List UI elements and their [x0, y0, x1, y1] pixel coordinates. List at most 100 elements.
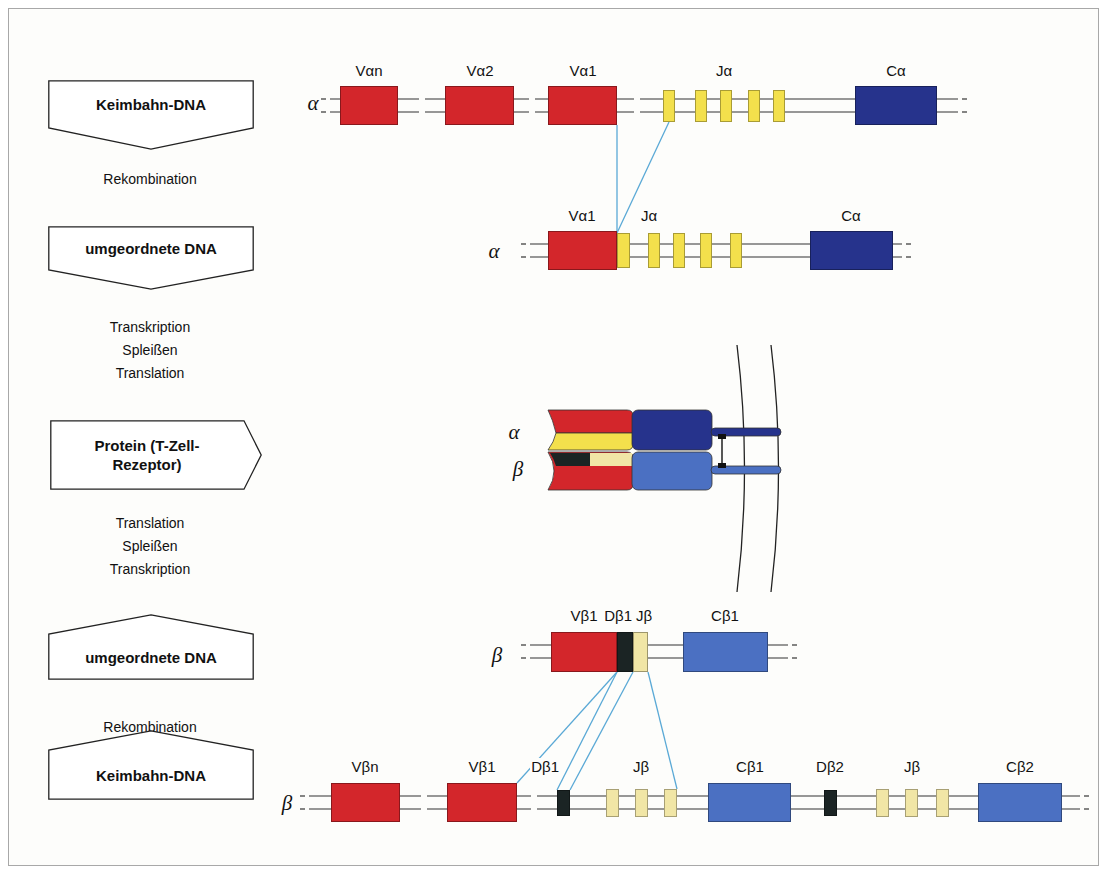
label-anchor: Transkription — [110, 560, 190, 578]
step-label: Protein (T-Zell-Rezeptor) — [72, 436, 222, 474]
process-step-label: Transkription — [110, 318, 190, 336]
step-arrow-box: umgeordnete DNA — [48, 614, 254, 680]
gene-segment: Dβ1 — [557, 790, 570, 816]
segment-bar — [664, 789, 677, 817]
frame — [9, 9, 1099, 866]
arrow-shape — [51, 421, 261, 489]
process-step-label: Translation — [116, 514, 185, 532]
label-anchor: α — [307, 92, 318, 114]
label-anchor: Translation — [116, 364, 185, 382]
segment-bar — [720, 90, 732, 122]
gene-segment: Jα — [617, 233, 742, 268]
step-arrow-box: Protein (T-Zell-Rezeptor) — [50, 420, 262, 490]
dna-strands — [300, 99, 1089, 809]
gene-segment: Cβ2 — [978, 783, 1062, 822]
label-anchor: Translation — [116, 514, 185, 532]
segment-bar — [936, 789, 949, 817]
gene-segment: Vαn — [340, 86, 398, 125]
recombination-link — [557, 672, 617, 790]
recombination-link — [616, 125, 617, 231]
arrow-outline — [48, 80, 254, 150]
arrow-outline — [48, 730, 254, 800]
gene-segment: Jα — [663, 90, 785, 122]
segment-label: Cα — [840, 207, 862, 225]
process-step-label: Spleißen — [122, 341, 177, 359]
segment-bar — [748, 90, 760, 122]
segment-label: Vβ1 — [570, 607, 599, 625]
segment-bar — [635, 789, 648, 817]
label-anchor: β — [492, 644, 502, 666]
chain-letter: α — [488, 240, 499, 262]
segment-label: Jβ — [632, 758, 650, 776]
segment-bar — [905, 789, 918, 817]
label-anchor: Spleißen — [122, 537, 177, 555]
segment-label: Cβ1 — [710, 607, 740, 625]
segment-bar — [695, 90, 707, 122]
segment-label: Vα2 — [465, 62, 494, 80]
segment-label: Jβ — [903, 758, 921, 776]
segment-bar — [606, 789, 619, 817]
gene-segment: Cβ1 — [708, 783, 791, 822]
arrow-shape — [49, 615, 253, 679]
segment-bar — [663, 90, 675, 122]
label-anchor: β — [282, 792, 292, 814]
label-anchor: α — [508, 421, 519, 443]
label-anchor: Rekombination — [103, 170, 196, 188]
dna-breaks — [419, 95, 640, 813]
gene-segment: Jβ — [633, 632, 648, 672]
segment-label: Vαn — [354, 62, 383, 80]
segment-label: Cβ1 — [735, 758, 765, 776]
label-anchor: Spleißen — [122, 341, 177, 359]
recombination-link — [648, 672, 677, 789]
segment-label: Jα — [640, 207, 658, 225]
tcr-protein — [548, 410, 781, 490]
label-anchor: α — [488, 240, 499, 262]
label-anchor: β — [513, 458, 523, 480]
segment-label: Vβn — [351, 758, 380, 776]
gene-segment: Vβn — [331, 783, 400, 822]
arrow-shape — [49, 81, 253, 149]
segment-bar — [673, 233, 685, 268]
arrow-shape — [49, 227, 253, 289]
step-label: Keimbahn-DNA — [96, 95, 206, 114]
segment-bar — [700, 233, 712, 268]
recombination-link — [617, 122, 669, 233]
process-step-label: Spleißen — [122, 537, 177, 555]
label-anchor: Transkription — [110, 318, 190, 336]
gene-segment: Dβ1 — [617, 632, 633, 672]
chain-letter: β — [492, 644, 502, 666]
chain-letter: β — [513, 458, 523, 480]
step-label: Keimbahn-DNA — [96, 766, 206, 785]
segment-label: Dβ1 — [603, 607, 633, 625]
segment-label: Vβ1 — [468, 758, 497, 776]
gene-segment: Vβ1 — [447, 783, 517, 822]
recombination-link — [517, 672, 617, 783]
step-arrow-box: Keimbahn-DNA — [48, 80, 254, 150]
segment-label: Dβ1 — [530, 758, 560, 776]
step-label: umgeordnete DNA — [85, 648, 217, 667]
gene-segment: Vα1 — [548, 86, 617, 125]
chain-letter: α — [508, 421, 519, 443]
gene-segment: Cα — [810, 231, 893, 270]
gene-segment: Vα2 — [445, 86, 514, 125]
gene-segment: Cβ1 — [683, 632, 768, 672]
gene-segment: Jβ — [606, 789, 677, 817]
chain-letter: α — [307, 92, 318, 114]
process-step-label: Translation — [116, 364, 185, 382]
segment-bar — [773, 90, 785, 122]
segment-label: Vα1 — [568, 62, 597, 80]
segment-label: Cα — [885, 62, 907, 80]
step-label: umgeordnete DNA — [85, 239, 217, 258]
step-arrow-box: umgeordnete DNA — [48, 226, 254, 290]
gene-segment: Vα1 — [548, 231, 617, 270]
gene-segment: Vβ1 — [551, 632, 617, 672]
chain-letter: β — [282, 792, 292, 814]
arrow-shape — [49, 731, 253, 799]
segment-bar — [617, 233, 630, 268]
segment-bar — [730, 233, 742, 268]
arrow-outline — [48, 614, 254, 680]
segment-bar — [876, 789, 889, 817]
process-step-label: Transkription — [110, 560, 190, 578]
arrow-outline — [50, 420, 262, 490]
gene-segment: Jβ — [876, 789, 949, 817]
